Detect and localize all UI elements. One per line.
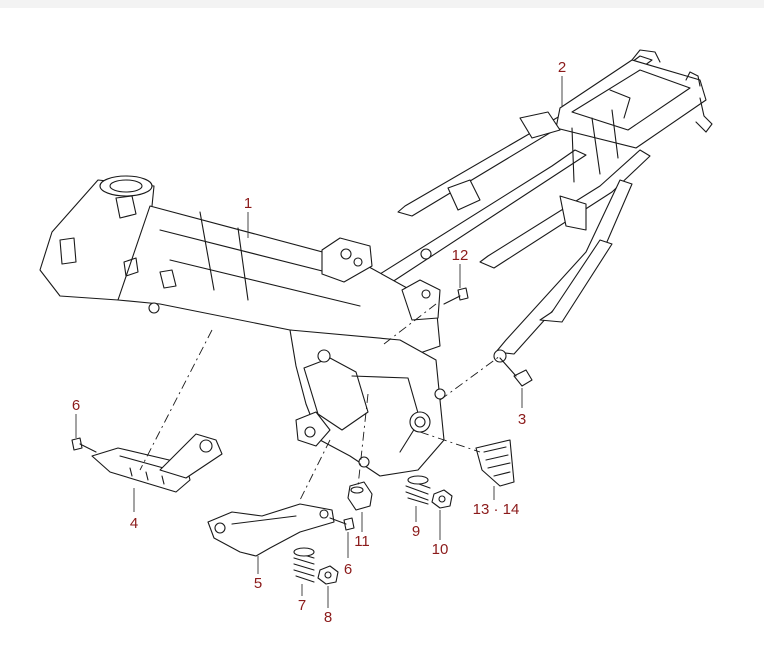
assembly-line-bushing: [357, 393, 369, 487]
upper-bolt[interactable]: [443, 287, 469, 305]
callout-2: 2: [558, 59, 566, 76]
callout-4: 4: [130, 515, 138, 532]
assembly-line-pillion: [299, 439, 331, 501]
callout-5: 5: [254, 575, 262, 592]
callout-10: 10: [432, 541, 449, 558]
callout-6-right: 6: [344, 561, 352, 578]
callout-3: 3: [518, 411, 526, 428]
callout-11: 11: [354, 533, 370, 550]
bolt-footrest-bracket[interactable]: [71, 437, 97, 453]
top-strip: [0, 0, 764, 8]
callout-8: 8: [324, 609, 332, 626]
assembly-line-bolt3: [439, 355, 501, 401]
callout-9: 9: [412, 523, 420, 540]
spring-right[interactable]: [405, 475, 431, 505]
nut-left[interactable]: [317, 565, 339, 585]
nut-right[interactable]: [431, 489, 453, 509]
assembly-line-bolt12: [383, 303, 437, 345]
callout-1: 1: [244, 195, 252, 212]
callout-7: 7: [298, 597, 306, 614]
bolt-pillion-bracket[interactable]: [329, 517, 355, 531]
rear-frame-bolt[interactable]: [499, 357, 533, 387]
pillion-bracket[interactable]: [207, 503, 335, 557]
assembly-line-pad: [419, 431, 481, 453]
rubber-pad[interactable]: [475, 439, 515, 487]
bushing[interactable]: [347, 481, 373, 511]
footrest-bracket[interactable]: [91, 433, 223, 493]
callout-6-left: 6: [72, 397, 80, 414]
spring-left[interactable]: [293, 547, 315, 583]
assembly-line-bracket: [139, 329, 213, 471]
callout-13-14: 13 · 14: [473, 501, 520, 518]
main-frame[interactable]: [39, 175, 446, 477]
rear-frame[interactable]: [371, 49, 713, 363]
callout-12: 12: [452, 247, 469, 264]
